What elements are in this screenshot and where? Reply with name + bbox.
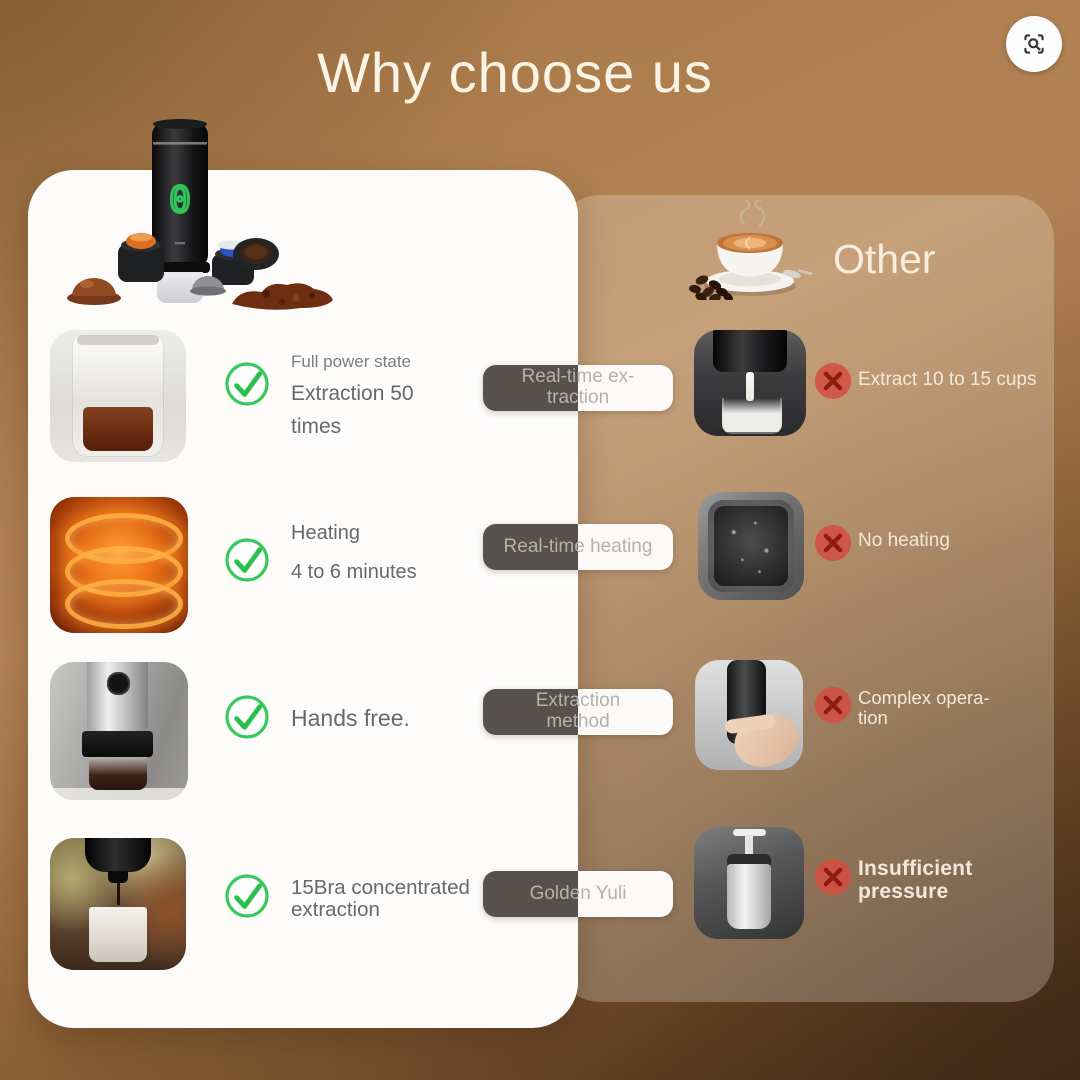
check-icon [225,874,269,918]
other-header-label: Other [833,236,936,282]
feature-text-power: Full power state Extraction 50 times [291,352,414,439]
espresso-maker-body [152,122,208,268]
photo-espresso-extraction [50,838,186,970]
cross-icon [814,858,852,896]
frosted-cup [157,272,203,303]
other-panel [556,195,1054,1002]
image-search-icon [1024,34,1044,54]
category-pill-method: Extraction method [483,689,673,735]
coffee-grounds-pile [232,283,333,310]
photo-other-extractor [694,330,806,436]
page-title: Why choose us [317,41,713,104]
photo-steel-cup [698,492,804,600]
check-icon [225,695,269,739]
coffee-beans [689,275,733,300]
photo-heating-coils [50,497,188,633]
battery-display-zero: 0 [169,180,191,221]
product-hero-image: 0 [67,119,333,310]
image-search-button[interactable] [1006,16,1062,72]
feature-text-pressure: 15Bra concentrated extraction [291,876,470,921]
photo-hands-free-machine [50,662,188,800]
feature-text-heating: Heating 4 to 6 minutes [291,522,417,583]
category-pill-extraction: Real-time ex- traction [483,365,673,411]
drawback-text-complex: Complex opera- tion [858,687,990,728]
cross-icon [814,524,852,562]
photo-extraction-cup [50,330,186,462]
drawback-text-pressure: Insufficient pressure [858,857,973,903]
cross-icon [814,686,852,724]
category-pill-heating: Real-time heating [483,524,673,570]
coffee-cup-icon [689,200,813,300]
photo-manual-pump [694,827,804,939]
feature-text-hands-free: Hands free. [291,705,410,731]
check-icon [225,362,269,406]
cross-icon [814,362,852,400]
feature-subtitle: Full power state [291,352,411,371]
check-icon [225,538,269,582]
drawback-text-no-heating: No heating [858,530,950,551]
photo-manual-grinder [695,660,803,770]
drawback-text-cups: Extract 10 to 15 cups [858,369,1037,390]
category-pill-brand: Golden Yuli [483,871,673,917]
coffee-capsules [67,233,279,305]
